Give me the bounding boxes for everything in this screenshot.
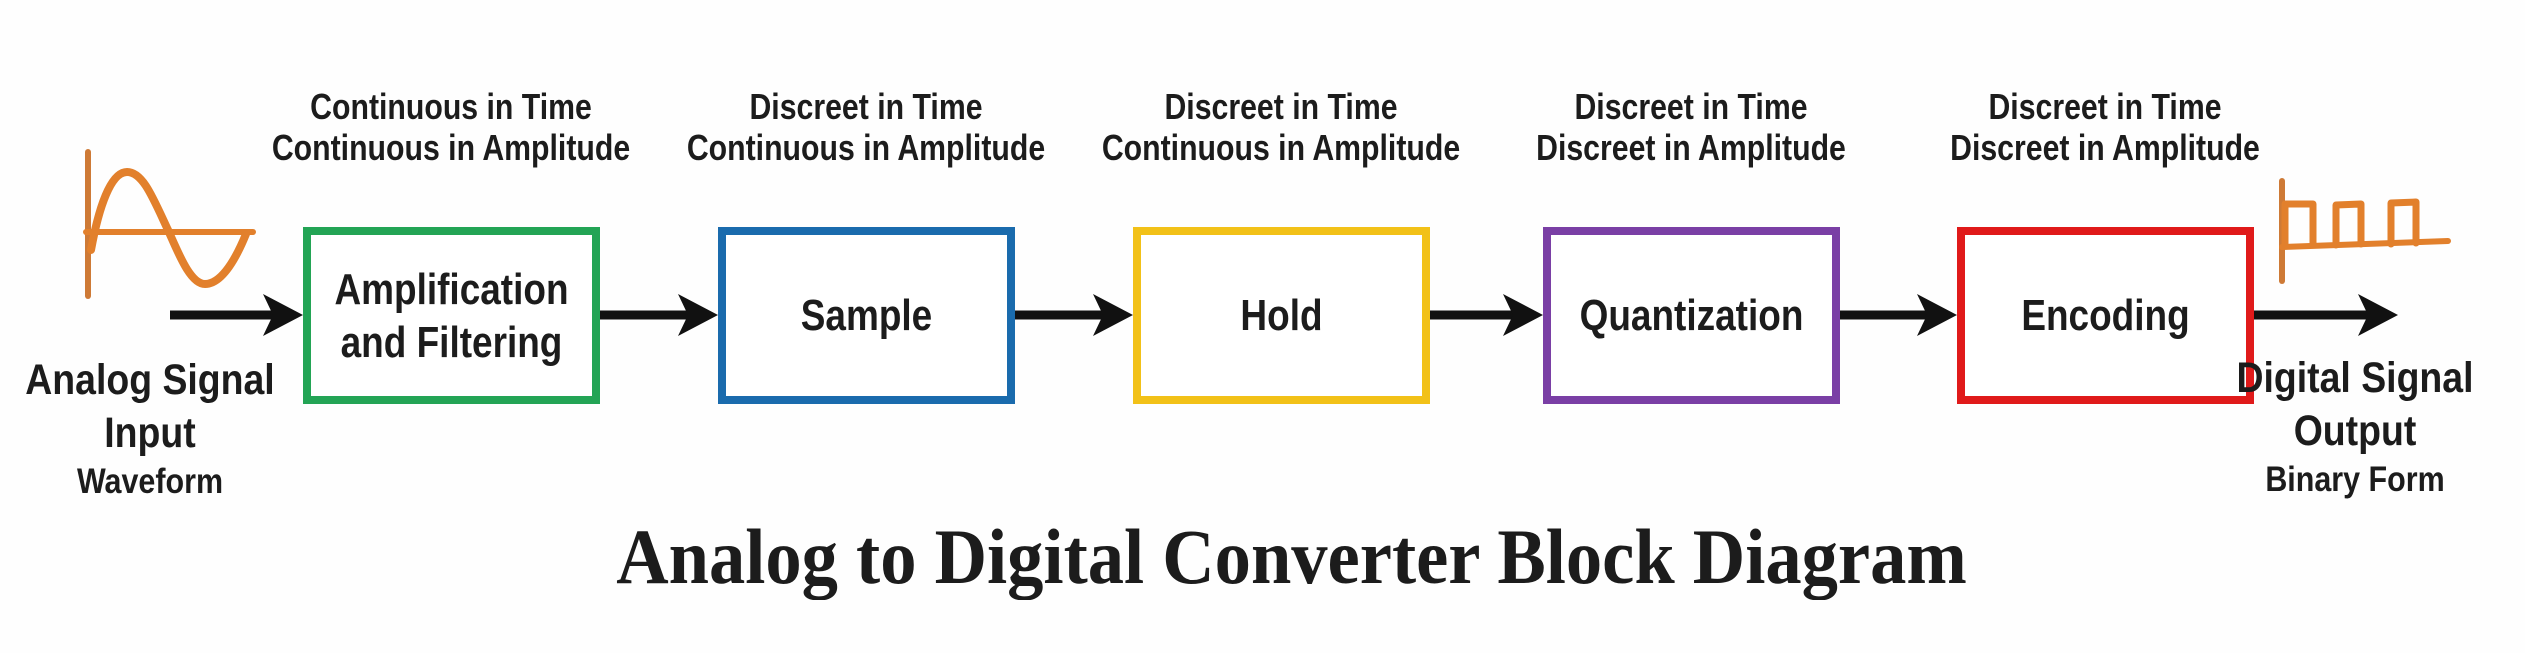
flow-arrow-2 (1013, 294, 1133, 336)
note-line: Discreet in Time (749, 86, 983, 127)
caption-line: Output (2293, 407, 2417, 455)
stage-note-encoding: Discreet in Time Discreet in Amplitude (1895, 86, 2315, 168)
note-line: Continuous in Amplitude (271, 127, 631, 168)
flow-arrow-input (170, 294, 303, 336)
analog-waveform-icon (83, 149, 256, 299)
flow-arrows (170, 294, 2398, 336)
digital-waveform-icon (2279, 178, 2451, 284)
caption-line: Input (104, 409, 196, 457)
note-line: Discreet in Amplitude (1536, 127, 1846, 168)
note-line: Continuous in Amplitude (1101, 127, 1461, 168)
note-line: Discreet in Time (1164, 86, 1398, 127)
stage-label: Encoding (2021, 291, 2190, 340)
caption-line: Waveform (76, 462, 224, 501)
stage-note-quantization: Discreet in Time Discreet in Amplitude (1481, 86, 1901, 168)
stage-note-hold: Discreet in Time Continuous in Amplitude (1071, 86, 1491, 168)
note-line: Continuous in Time (310, 86, 592, 127)
stage-box-hold: Hold (1133, 227, 1430, 404)
caption-line: Analog Signal (25, 356, 275, 404)
stage-box-encoding: Encoding (1957, 227, 2254, 404)
diagram-title: Analog to Digital Converter Block Diagra… (616, 513, 1967, 600)
digital-baseline (2279, 238, 2451, 250)
stage-label: Amplification and Filtering (334, 264, 569, 367)
note-line: Discreet in Amplitude (1950, 127, 2260, 168)
square-pulses (2281, 198, 2420, 250)
stage-box-quantization: Quantization (1543, 227, 1840, 404)
stage-box-amplification-and-filtering: Amplification and Filtering (303, 227, 600, 404)
stage-note-sample: Discreet in Time Continuous in Amplitude (656, 86, 1076, 168)
stage-note-amplification: Continuous in Time Continuous in Amplitu… (241, 86, 661, 168)
flow-arrow-4 (1840, 294, 1957, 336)
flow-arrow-3 (1428, 294, 1543, 336)
input-caption: Analog Signal Input Waveform (20, 354, 281, 504)
stage-label: Sample (800, 291, 933, 340)
note-line: Discreet in Time (1574, 86, 1808, 127)
stage-label: Quantization (1579, 291, 1804, 340)
caption-line: Digital Signal (2236, 354, 2474, 402)
caption-line: Binary Form (2265, 460, 2445, 499)
note-line: Discreet in Time (1988, 86, 2222, 127)
flow-arrow-1 (600, 294, 718, 336)
output-caption: Digital Signal Output Binary Form (2225, 352, 2486, 502)
stage-label: Hold (1240, 291, 1323, 340)
stage-box-sample: Sample (718, 227, 1015, 404)
sine-wave (87, 167, 250, 289)
flow-arrow-output (2252, 294, 2398, 336)
note-line: Continuous in Amplitude (686, 127, 1046, 168)
